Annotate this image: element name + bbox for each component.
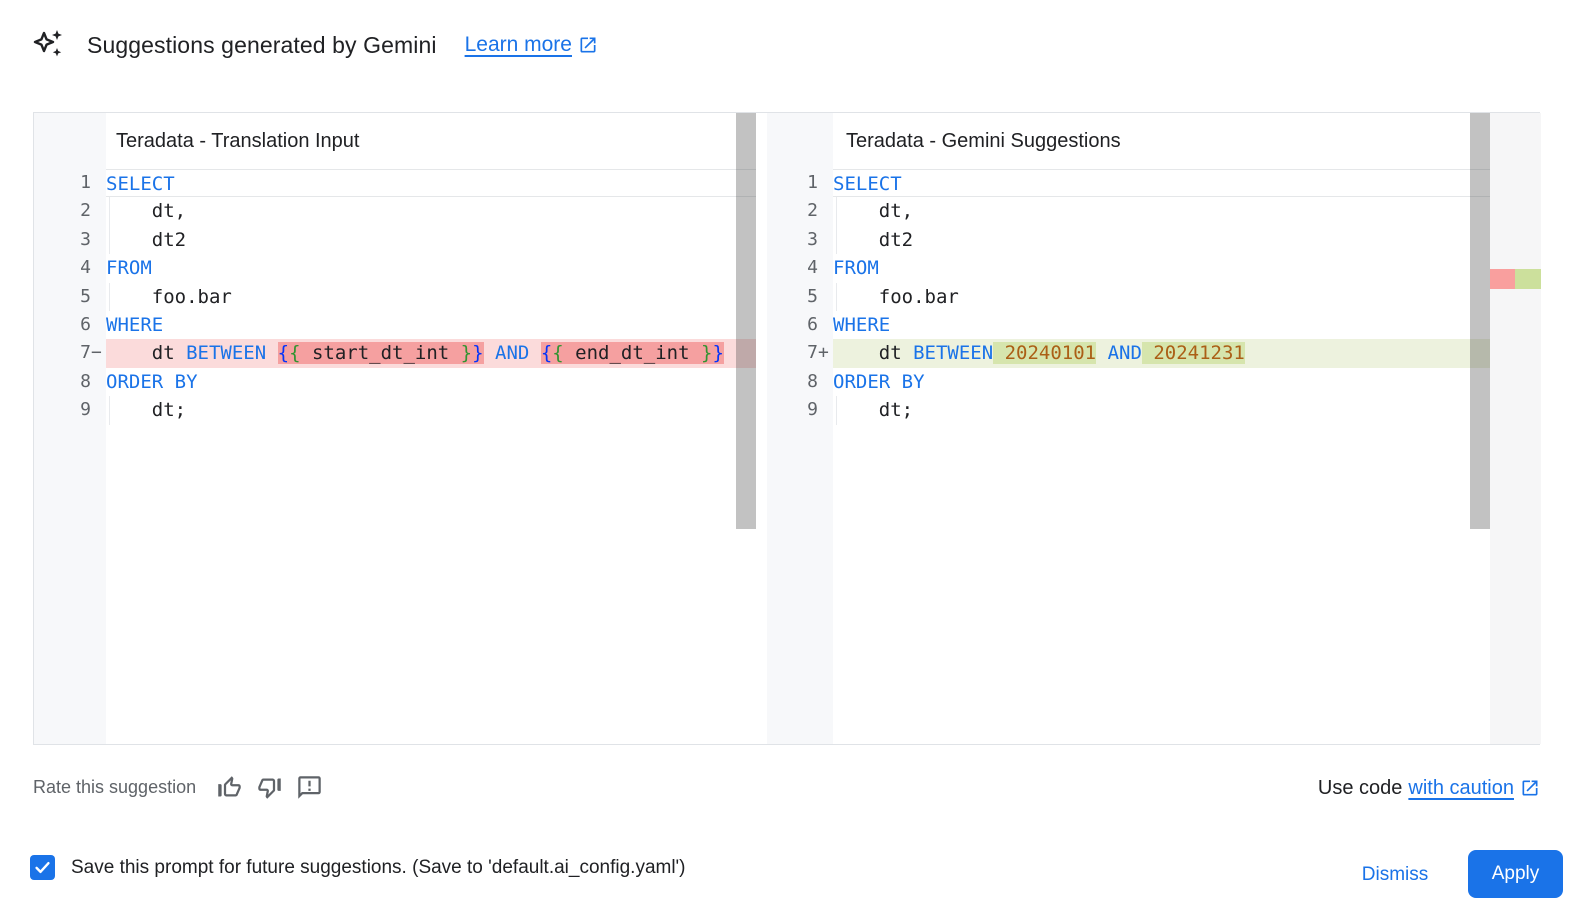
- code-line: SELECT: [833, 169, 1490, 198]
- page-title: Suggestions generated by Gemini: [87, 31, 437, 58]
- line-number: 3: [807, 228, 818, 250]
- panel-title: Teradata - Translation Input: [116, 130, 360, 152]
- ruler-removed-mark: [1490, 269, 1515, 289]
- line-number: 8: [80, 370, 91, 392]
- code-line: dt BETWEEN 20240101 AND 20241231: [833, 339, 1490, 368]
- ruler-added-mark: [1515, 269, 1541, 289]
- line-number: 2: [807, 200, 818, 222]
- code-line: FROM: [833, 257, 879, 280]
- line-number: 7+: [807, 342, 829, 364]
- use-code-text: Use code: [1317, 776, 1403, 799]
- apply-button[interactable]: Apply: [1468, 850, 1563, 898]
- line-number: 7−: [80, 342, 102, 364]
- save-prompt-checkbox[interactable]: [30, 855, 55, 880]
- code-line: dt,: [833, 197, 1490, 226]
- save-prompt-label: Save this prompt for future suggestions.…: [71, 856, 686, 878]
- gutter-rows: 1 2 3 4 5 6 7− 8 9: [34, 169, 106, 425]
- code-line: foo.bar: [833, 282, 1490, 311]
- code-line: dt2: [833, 225, 1490, 255]
- scrollbar-thumb[interactable]: [736, 113, 756, 529]
- code-line: WHERE: [106, 313, 164, 336]
- line-number: 5: [80, 285, 91, 307]
- rate-label: Rate this suggestion: [33, 776, 197, 797]
- code-line: WHERE: [833, 313, 891, 336]
- code-line: dt;: [833, 396, 1490, 425]
- line-number-gutter: [34, 113, 106, 744]
- scrollbar-thumb[interactable]: [1470, 113, 1490, 529]
- with-caution-link[interactable]: with caution: [1408, 776, 1514, 799]
- line-number: 8: [807, 370, 818, 392]
- learn-more-link[interactable]: Learn more: [465, 33, 598, 57]
- code-line: ORDER BY: [833, 370, 925, 393]
- gemini-sparkle-icon: [33, 30, 62, 57]
- code-line: dt;: [106, 396, 756, 425]
- code-line: FROM: [106, 257, 152, 280]
- line-number: 2: [80, 200, 91, 222]
- header: Suggestions generated by Gemini Learn mo…: [33, 28, 598, 62]
- scrollbar[interactable]: [1470, 113, 1490, 744]
- line-number: 6: [80, 313, 91, 335]
- code-line: ORDER BY: [106, 370, 198, 393]
- thumb-up-icon: [218, 775, 241, 796]
- thumb-down-button[interactable]: [256, 774, 283, 801]
- line-number: 9: [80, 399, 91, 421]
- line-number: 6: [807, 313, 818, 335]
- open-in-new-icon: [1522, 780, 1538, 796]
- code-line: foo.bar: [106, 282, 756, 311]
- feedback-button[interactable]: [296, 774, 323, 801]
- thumb-down-icon: [258, 778, 281, 799]
- open-in-new-icon: [580, 37, 596, 53]
- gutter-rows: 1 2 3 4 5 6 7+ 8 9: [767, 169, 833, 425]
- code-line: SELECT: [106, 169, 756, 198]
- line-number: 4: [80, 257, 91, 279]
- line-number: 5: [807, 285, 818, 307]
- line-number: 1: [80, 172, 91, 193]
- feedback-icon: [298, 775, 321, 799]
- scrollbar[interactable]: [736, 113, 756, 744]
- line-number: 4: [807, 257, 818, 279]
- rate-row: Rate this suggestion: [33, 771, 336, 803]
- code-line: dt BETWEEN {{ start_dt_int }} AND {{ end…: [106, 339, 756, 368]
- line-number-gutter: [767, 113, 833, 744]
- use-code-caution: Use code with caution: [1318, 773, 1540, 803]
- panel-title: Teradata - Gemini Suggestions: [846, 130, 1121, 152]
- line-number: 1: [807, 172, 818, 193]
- line-number: 9: [807, 399, 818, 421]
- code-line: dt2: [106, 225, 756, 255]
- code-line: dt,: [106, 197, 756, 226]
- thumb-up-button[interactable]: [216, 774, 243, 801]
- dismiss-button[interactable]: Dismiss: [1340, 853, 1450, 897]
- diff-overview-ruler[interactable]: [1490, 113, 1541, 744]
- line-number: 3: [80, 228, 91, 250]
- gemini-suggestions-editor: Teradata - Gemini Suggestions 1 2 3 4 5 6 7+ 8 9…: [767, 113, 1541, 744]
- checkmark-icon: [35, 861, 50, 874]
- save-prompt-group: Save this prompt for future suggestions.…: [30, 855, 686, 880]
